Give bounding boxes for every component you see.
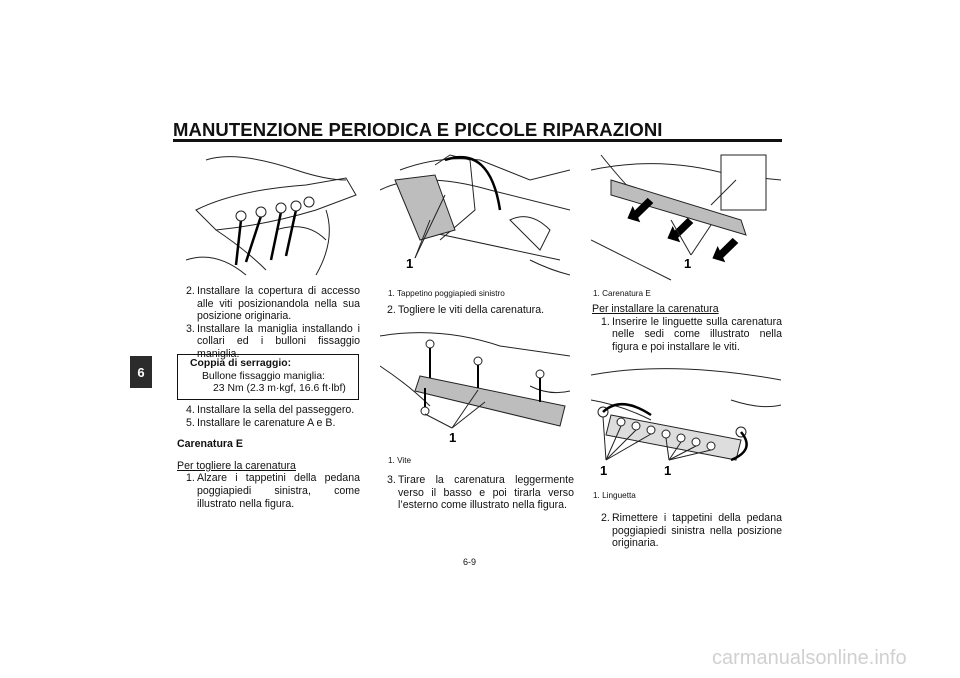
col1-steps-a: 2. Installare la copertura di accesso al… bbox=[177, 285, 360, 361]
list-item: 5. Installare le carenature A e B. bbox=[186, 416, 336, 429]
page-number: 6-9 bbox=[463, 557, 477, 567]
page-title: MANUTENZIONE PERIODICA E PICCOLE RIPARAZ… bbox=[173, 119, 663, 140]
callout-number: 1 bbox=[684, 256, 691, 271]
torque-spec-box: Coppia di serraggio: Bullone fissaggio m… bbox=[177, 354, 359, 400]
chapter-tab: 6 bbox=[130, 356, 152, 388]
torque-heading: Coppia di serraggio: bbox=[190, 358, 292, 369]
figure-handle-install bbox=[176, 150, 361, 280]
col2-step2: 2. Togliere le viti della carenatura. bbox=[378, 304, 574, 317]
col3-step2: 2. Rimettere i tappetini della pedana po… bbox=[592, 512, 782, 550]
torque-item: Bullone fissaggio maniglia: bbox=[202, 370, 326, 382]
list-item: 2. Togliere le viti della carenatura. bbox=[387, 304, 545, 316]
list-item: 2. Installare la copertura di accesso al… bbox=[186, 285, 360, 323]
list-item: 2. Rimettere i tappetini della pedana po… bbox=[601, 512, 782, 550]
figure-caption: 1. Carenatura E bbox=[593, 289, 651, 298]
figure-floor-mat: 1 bbox=[380, 150, 570, 283]
callout-number: 1 bbox=[600, 463, 607, 478]
figure-cowling-remove: 1 bbox=[591, 150, 781, 283]
watermark: carmanualsonline.info bbox=[712, 647, 907, 669]
figure-caption: 1. Vite bbox=[388, 456, 412, 465]
list-item: 4. Installare la sella del passeggero. bbox=[186, 404, 355, 416]
col1-steps-b: 4. Installare la sella del passeggero. 5… bbox=[177, 404, 360, 510]
col3-install: Per installare la carenatura 1. Inserire… bbox=[592, 303, 782, 353]
section-heading: Carenatura E bbox=[177, 438, 243, 451]
list-item: 1. Alzare i tappetini della pedana poggi… bbox=[186, 472, 360, 510]
list-item: 1. Inserire le linguette sulla carenatur… bbox=[601, 315, 782, 353]
callout-number: 1 bbox=[449, 430, 456, 445]
figure-caption: 1. Tappetino poggiapiedi sinistro bbox=[388, 289, 505, 298]
list-item: 3. Tirare la carenatura leggermente vers… bbox=[387, 474, 574, 512]
subsection-heading: Per togliere la carenatura bbox=[177, 459, 296, 472]
list-item: 3. Installare la maniglia installando i … bbox=[186, 322, 360, 360]
col2-step3: 3. Tirare la carenatura leggermente vers… bbox=[378, 474, 574, 512]
figure-tabs: 1 1 bbox=[591, 360, 781, 485]
callout-number: 1 bbox=[406, 256, 413, 271]
figure-caption: 1. Linguetta bbox=[593, 491, 636, 500]
title-rule bbox=[173, 139, 782, 142]
figure-screws: 1 bbox=[380, 326, 570, 450]
torque-value: 23 Nm (2.3 m·kgf, 16.6 ft·lbf) bbox=[213, 383, 346, 395]
callout-number: 1 bbox=[664, 463, 671, 478]
subsection-heading: Per installare la carenatura bbox=[592, 303, 719, 315]
